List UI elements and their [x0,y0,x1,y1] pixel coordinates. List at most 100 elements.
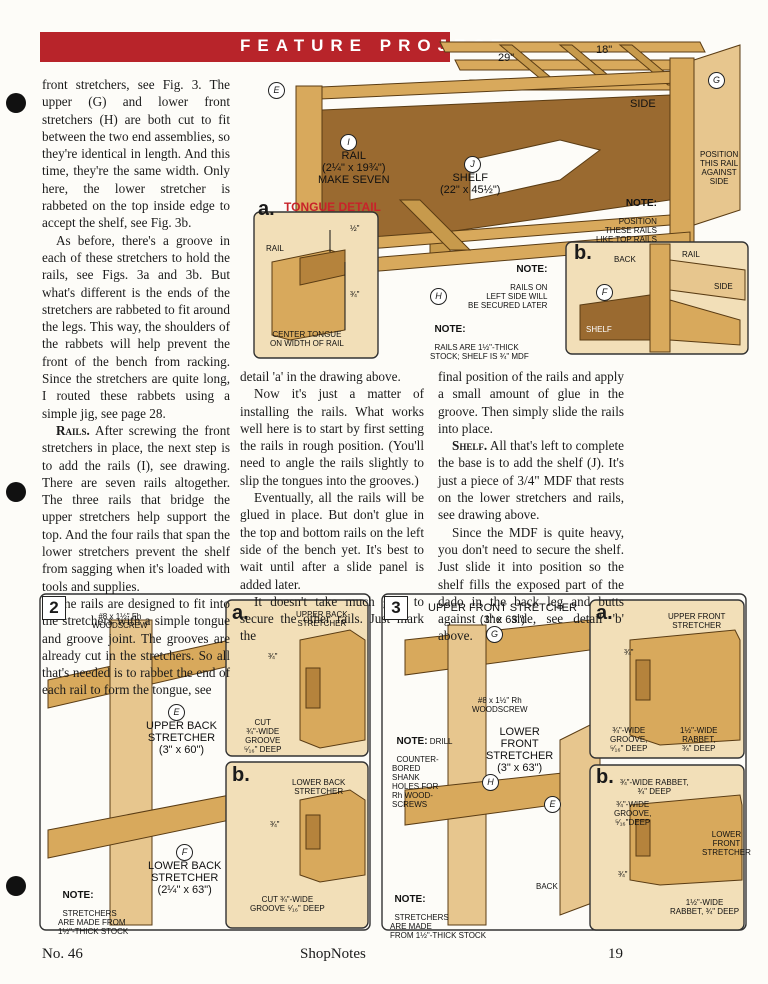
col2-paragraph-1: detail 'a' in the drawing above. [240,369,401,384]
fig2-detail-a-cut: CUT ¾"-WIDE GROOVE ⁵⁄₁₆" DEEP [244,718,282,754]
fig2-part-e: E [168,704,185,721]
text-column-3: final position of the rails and apply a … [438,368,624,645]
detail-a-rail: RAIL [266,244,284,253]
dim-29: 29" [498,52,515,64]
col3-paragraph-1: final position of the rails and apply a … [438,369,624,436]
fig3-back: BACK [536,882,558,891]
fig3-detail-a-dim: ¾" [624,648,634,657]
page-number: 19 [608,946,623,962]
label-side: SIDE [630,98,656,110]
fig3-screw: #8 x 1½" Rh WOODSCREW [472,696,528,714]
bench-illustration [295,41,741,277]
detail-b-back: BACK [614,255,636,264]
col1-paragraph-2: As before, there's a groove in each of t… [42,232,230,421]
fig3-detail-a-groove: ¾"-WIDE GROOVE, ⁵⁄₁₆" DEEP [610,726,648,753]
col1-paragraph-4: The rails are designed to fit into the s… [42,595,230,698]
fig2-note: NOTE: STRETCHERS ARE MADE FROM 1½"-THICK… [58,882,129,937]
label-position-rail: POSITION THIS RAIL AGAINST SIDE [700,150,739,186]
fig2-detail-a-dim: ¾" [268,652,278,661]
fig3-part-g: G [486,626,503,643]
detail-b-shelf: SHELF [586,325,612,334]
note-top-rails: NOTE: POSITION THESE RAILS LIKE TOP RAIL… [596,190,657,245]
fig3-detail-b-rabbet: ¾"-WIDE RABBET, ¾" DEEP [620,778,689,796]
fig2-detail-a-letter: a. [232,602,249,624]
binder-hole-bottom [6,876,26,896]
note-left-side-head: NOTE: [516,264,548,275]
fig2-note-head: NOTE: [62,890,94,901]
fig3-detail-b-rabbet2: 1½"-WIDE RABBET, ¾" DEEP [670,898,740,916]
fig2-detail-b-label: LOWER BACK STRETCHER [292,778,346,796]
fig3-detail-a-label: UPPER FRONT STRETCHER [668,612,726,630]
shelf-text: All that's left to complete the base is … [438,438,624,523]
part-letter-h: H [430,288,447,305]
binder-hole-top [6,93,26,113]
col1-paragraph-1: front stretchers, see Fig. 3. The upper … [42,77,230,231]
detail-a-three-quarter: ¾" [350,290,360,299]
fig2-detail-a-label: UPPER BACK STRETCHER [296,610,348,628]
col2-paragraph-3: Eventually, all the rails will be glued … [240,490,424,592]
fig3-part-h: H [482,774,499,791]
rails-text: After screwing the front stretchers in p… [42,422,230,594]
tongue-detail-art [253,211,379,359]
fig3-note2: NOTE: STRETCHERS ARE MADE FROM 1½"-THICK… [390,886,487,941]
detail-b-part-f: F [596,284,613,301]
fig2-detail-b-letter: b. [232,764,250,786]
binder-hole-middle [6,482,26,502]
note-top-rails-text: POSITION THESE RAILS LIKE TOP RAILS [596,217,657,244]
note-left-side: NOTE: RAILS ON LEFT SIDE WILL BE SECURED… [468,256,548,311]
fig3-detail-b-groove: ¾"-WIDE GROOVE, ⁵⁄₁₆"DEEP [614,800,652,827]
col2-paragraph-2: Now it's just a matter of installing the… [240,386,424,488]
banner-title: FEATURE PROJECT [240,36,510,55]
fig2-number: 2 [42,596,66,620]
fig3-note1-inline: DRILL [427,737,453,746]
feature-banner: FEATURE PROJECT [40,32,502,62]
detail-a-center: CENTER TONGUE ON WIDTH OF RAIL [270,330,344,348]
fig3-detail-b-label: LOWER FRONT STRETCHER [702,830,751,857]
fig3-number: 3 [384,596,408,620]
detail-b-letter: b. [574,242,592,264]
fig3-note1-head: NOTE: [396,736,428,747]
tongue-detail-title: TONGUE DETAIL [284,200,381,214]
part-letter-i: I [340,134,357,151]
fig2-screw: #8 x 1½" Fh WOODSCREW [92,612,148,630]
note-top-rails-head: NOTE: [625,198,657,209]
detail-a-half: ½" [350,224,360,233]
fig3-detail-b-letter: b. [596,766,614,788]
col3-paragraph-3: Since the MDF is quite heavy, you don't … [438,524,624,644]
fig2-lower-back: LOWER BACK STRETCHER (2¼" x 63") [148,860,222,896]
part-letter-j: J [464,156,481,173]
part-letter-g: G [708,72,725,89]
fig3-note2-head: NOTE: [394,894,426,905]
shelf-detail-art [565,241,749,355]
note-thickness-text: RAILS ARE 1½"-THICK STOCK; SHELF IS ¾" M… [430,343,529,361]
fig3-lower-front: LOWER FRONT STRETCHER (3" x 63") [486,726,554,774]
magazine-name: ShopNotes [300,946,366,962]
fig3-part-e: E [544,796,561,813]
fig3-detail-a-rabbet: 1½"-WIDE RABBET, ¾" DEEP [680,726,718,753]
label-shelf: SHELF (22" x 45½") [440,172,501,196]
note-thickness-head: NOTE: [434,324,466,335]
fig2-note-text: STRETCHERS ARE MADE FROM 1½"-THICK STOCK [58,909,129,936]
col2-paragraph-4: It doesn't take much glue to secure the … [240,593,424,644]
text-column-2: detail 'a' in the drawing above. Now it'… [240,368,424,645]
fig2-upper-back: UPPER BACK STRETCHER (3" x 60") [146,720,217,756]
rails-heading: Rails. [56,422,90,438]
text-column-1: front stretchers, see Fig. 3. The upper … [42,76,230,699]
fig2-detail-b-cut: CUT ¾"-WIDE GROOVE ⁵⁄₁₆" DEEP [250,895,325,913]
fig3-title: UPPER FRONT STRETCHER (3" x 63") [428,602,577,626]
issue-number: No. 46 [42,946,83,962]
fig3-detail-a-letter: a. [596,602,613,624]
col1-paragraph-3: Rails. After screwing the front stretche… [42,422,230,595]
fig3-art [381,593,747,931]
fig3-note1-text: COUNTER- BORED SHANK HOLES FOR Rh WOOD- … [392,755,439,809]
detail-b-rail: RAIL [682,250,700,259]
fig3-detail-b-dim: ¾" [618,870,628,879]
col3-paragraph-2: Shelf. All that's left to complete the b… [438,437,624,523]
note-left-side-text: RAILS ON LEFT SIDE WILL BE SECURED LATER [468,283,548,310]
detail-b-side: SIDE [714,282,733,291]
dim-18: 18" [596,44,613,56]
fig3-note2-text: STRETCHERS ARE MADE FROM 1½"-THICK STOCK [390,913,487,940]
part-letter-e: E [268,82,285,99]
shelf-heading: Shelf. [452,438,488,454]
